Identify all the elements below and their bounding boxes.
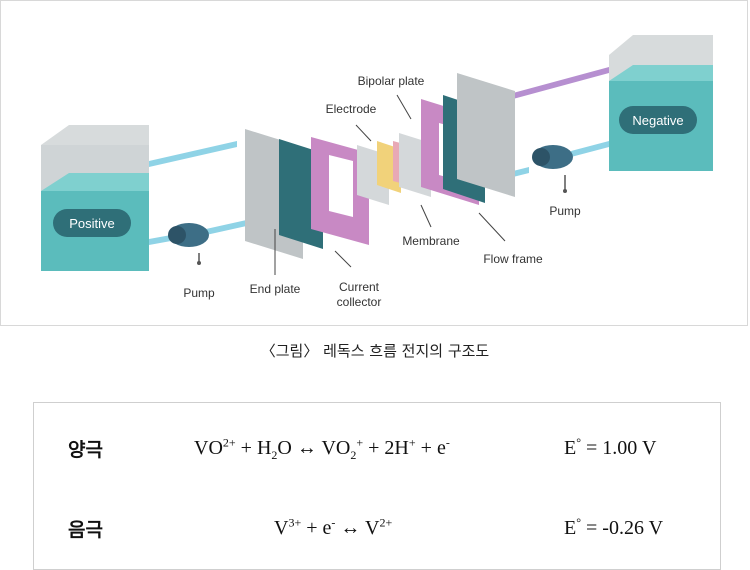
anode-equation-row: 양극 VO2+ + H2O ↔ VO2+ + 2H+ + e- E° = 1.0… [34, 431, 720, 471]
positive-label-pill [53, 209, 131, 237]
bipolar-plate-label: Bipolar plate [358, 74, 425, 88]
current-collector-label-1: Current [339, 280, 380, 294]
pump-left [168, 223, 209, 265]
flow-frame-label: Flow frame [483, 252, 543, 266]
cathode-equation-row: 음극 V3+ + e- ↔ V2+ E° = -0.26 V [34, 511, 720, 551]
anode-reaction: VO2+ + H2O ↔ VO2+ + 2H+ + e- [194, 435, 450, 462]
cell-stack [245, 73, 515, 259]
figure-caption: 〈그림〉 레독스 흐름 전지의 구조도 [260, 342, 490, 360]
anode-name: 양극 [68, 439, 103, 461]
positive-tank: Positive [41, 125, 149, 271]
cathode-potential: E° = -0.26 V [564, 515, 664, 539]
pump-right [532, 145, 573, 193]
anode-potential: E° = 1.00 V [564, 435, 657, 459]
equation-panel: 양극 VO2+ + H2O ↔ VO2+ + 2H+ + e- E° = 1.0… [33, 402, 721, 570]
current-collector-label-2: collector [337, 295, 382, 309]
membrane-label: Membrane [402, 234, 460, 248]
pump-left-label: Pump [183, 286, 215, 300]
flow-battery-diagram: Positive Negative [41, 35, 713, 309]
pipes [149, 67, 609, 245]
end-plate-label: End plate [250, 282, 301, 296]
leader-lines [274, 94, 506, 275]
negative-tank: Negative [609, 35, 713, 171]
end-plate-right [457, 73, 515, 197]
diagram-panel: Positive Negative [0, 0, 748, 326]
negative-label: Negative [632, 113, 683, 128]
cathode-reaction: V3+ + e- ↔ V2+ [274, 515, 393, 539]
positive-label: Positive [69, 216, 115, 231]
cathode-name: 음극 [68, 519, 103, 541]
negative-label-pill [619, 106, 697, 134]
electrode-label: Electrode [326, 102, 377, 116]
pump-right-label: Pump [549, 204, 581, 218]
